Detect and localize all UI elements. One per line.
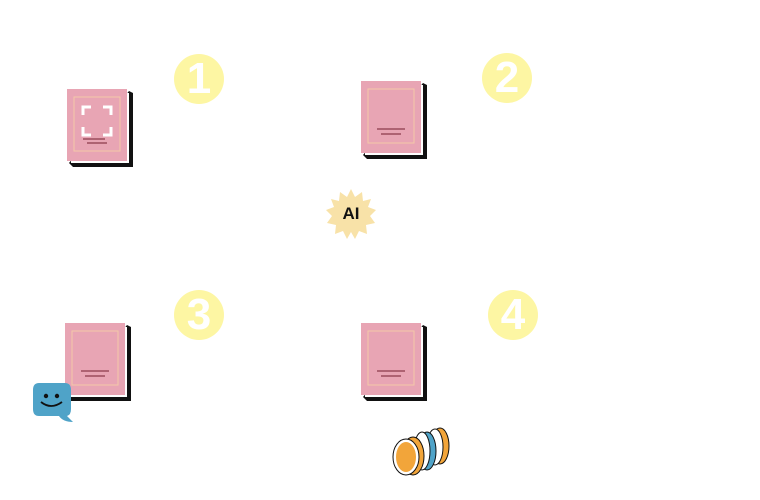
- step-3-badge: 3: [174, 290, 224, 340]
- step-1-badge: 1: [174, 54, 224, 104]
- step-2-badge: 2: [482, 53, 532, 103]
- book-icon: [361, 81, 427, 159]
- step-4-badge: 4: [488, 290, 538, 340]
- ai-label: AI: [342, 204, 360, 223]
- starburst-icon: [326, 189, 376, 239]
- book-icon: [65, 323, 131, 401]
- book-icon: [361, 323, 427, 401]
- coins-icon: [392, 427, 450, 476]
- book-scan-icon: [67, 89, 133, 167]
- ai-badge: AI: [325, 188, 377, 240]
- chat-bubble-smiley-icon: [33, 383, 73, 422]
